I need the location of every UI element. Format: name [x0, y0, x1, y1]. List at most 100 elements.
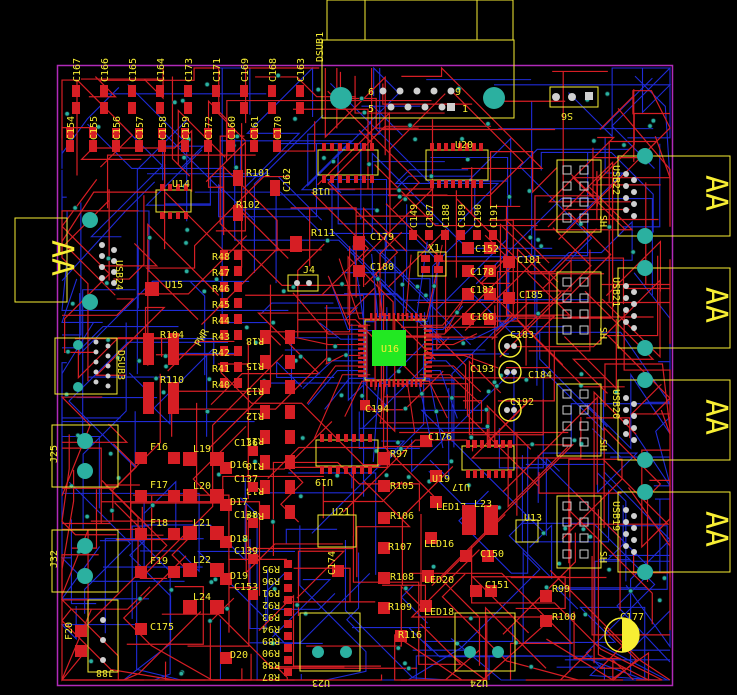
- capacitor-pad: [250, 128, 258, 138]
- u20-label: U20: [455, 140, 473, 151]
- capacitor-pad: [462, 265, 474, 277]
- x1-pad: [434, 255, 443, 262]
- qfp-pin: [358, 338, 366, 341]
- usb21-header-pin: [562, 309, 572, 319]
- ic-fanout-trace: [405, 382, 433, 448]
- via: [621, 142, 627, 148]
- dsub1-pin: [387, 103, 395, 111]
- ic-pin: [368, 466, 372, 474]
- resistor-label: R95: [262, 563, 280, 574]
- ic-pin: [354, 143, 358, 151]
- top-layer-trace: [606, 255, 671, 416]
- qfp-pin: [401, 379, 404, 387]
- top-layer-trace: [630, 383, 670, 415]
- usb20-mount: [637, 372, 653, 388]
- usb22-mount: [637, 148, 653, 164]
- via: [303, 611, 309, 617]
- capacitor-pad: [360, 400, 370, 410]
- via: [399, 281, 405, 288]
- bottom-layer-trace: [221, 68, 269, 324]
- via: [419, 391, 425, 397]
- via: [485, 121, 491, 127]
- resistor-pad: [378, 542, 390, 554]
- ic-pin: [330, 143, 334, 151]
- qfp-pin: [424, 347, 432, 350]
- qfp-pin: [358, 329, 366, 332]
- bottom-layer-trace: [654, 498, 670, 573]
- via: [468, 434, 474, 440]
- via: [153, 375, 159, 381]
- capacitor-pad: [462, 313, 474, 325]
- usb19-mount: [637, 564, 653, 580]
- ic-pin: [508, 470, 512, 478]
- ic-fanout-trace: [415, 377, 444, 449]
- bottom-layer-trace: [346, 552, 360, 633]
- qfp-pin: [370, 379, 373, 387]
- bottom-layer-trace: [407, 552, 541, 681]
- u17-label: U17: [452, 481, 470, 492]
- bottom-layer-trace: [331, 178, 501, 301]
- capacitor-pad: [112, 128, 120, 138]
- top-layer-trace: [395, 251, 498, 351]
- via: [398, 446, 404, 452]
- capacitor-pad: [484, 242, 496, 254]
- via: [582, 611, 588, 618]
- qfp-pin: [415, 313, 418, 321]
- usb22-pin: [623, 171, 629, 177]
- resistor-pad: [234, 362, 242, 372]
- ic-fanout-trace: [375, 272, 390, 316]
- u23-label: U23: [312, 677, 330, 688]
- top-layer-trace: [90, 373, 193, 522]
- ic-fanout-trace: [325, 354, 361, 365]
- ic-pin: [352, 434, 356, 442]
- diode-pad: [220, 652, 232, 664]
- inductor-pad: [210, 600, 224, 614]
- via: [321, 155, 327, 161]
- capacitor-pad: [268, 102, 276, 114]
- via: [72, 205, 78, 211]
- via: [178, 671, 184, 677]
- capacitor-pad: [227, 140, 235, 152]
- via: [535, 237, 541, 243]
- qfp-pin: [397, 313, 400, 321]
- top-layer-trace: [573, 491, 621, 611]
- inductor-pad: [183, 526, 197, 540]
- r110-label: R110: [160, 375, 184, 386]
- qfp-pin: [388, 379, 391, 387]
- resistor-pad: [260, 355, 270, 369]
- top-layer-trace: [570, 147, 661, 198]
- diode-pad: [220, 536, 232, 548]
- usb20-header-pin: [579, 405, 589, 415]
- c179-label: C179: [370, 232, 394, 243]
- top-layer-trace: [571, 135, 671, 231]
- bottom-layer-trace: [569, 525, 668, 672]
- capacitor-pad: [484, 313, 496, 325]
- bottom-layer-trace: [62, 202, 82, 336]
- capacitor-pad: [204, 140, 212, 152]
- top-layer-trace: [101, 501, 261, 596]
- via: [494, 383, 500, 389]
- ic-pin: [451, 143, 455, 151]
- r104-label: R104: [160, 330, 184, 341]
- usb19-header-pin: [562, 533, 572, 543]
- bottom-layer-trace: [362, 236, 472, 346]
- capacitor-label: C139: [234, 546, 258, 557]
- dsub1-pin: [396, 87, 404, 95]
- ic-pin: [430, 143, 434, 151]
- usb22-pin: [631, 201, 637, 207]
- usb22-shell: [617, 155, 731, 237]
- top-layer-trace: [164, 653, 252, 681]
- r97-label: R97: [390, 449, 408, 460]
- via: [150, 502, 156, 508]
- top-layer-trace: [401, 66, 544, 170]
- capacitor-label: C187: [425, 204, 436, 228]
- usb19-header-pin: [579, 517, 589, 527]
- j32-pin: [77, 568, 93, 584]
- via: [543, 584, 550, 590]
- ic-pin: [501, 470, 505, 478]
- qfp-pin: [410, 379, 413, 387]
- capacitor-pad: [484, 288, 496, 300]
- top-layer-trace: [115, 538, 190, 570]
- via: [647, 123, 653, 129]
- c184-label: C184: [528, 370, 552, 381]
